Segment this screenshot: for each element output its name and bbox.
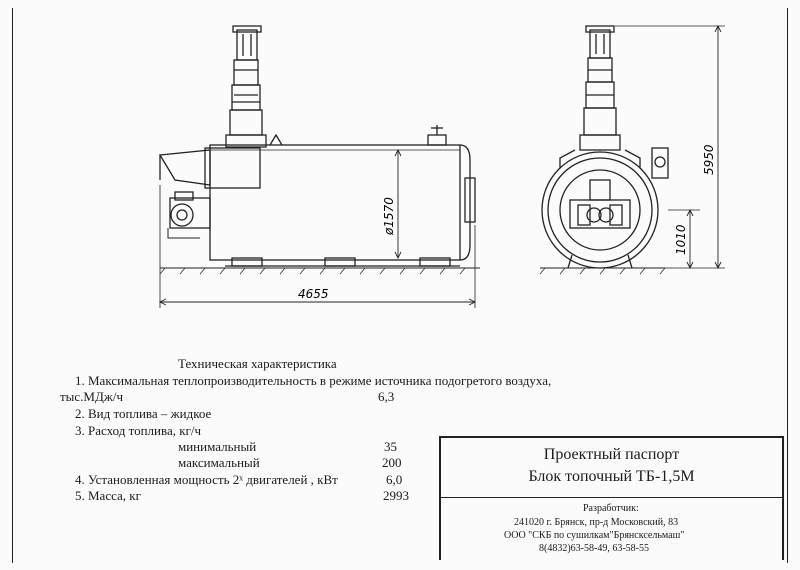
product-name: Блок топочный ТБ-1,5М	[528, 468, 695, 485]
specs-heading: Техническая характеристика	[178, 356, 337, 371]
developer-info: Разработчик: 241020 г. Брянск, пр-д Моск…	[441, 498, 782, 562]
title-block-header: Проектный паспорт Блок топочный ТБ-1,5М	[441, 438, 782, 498]
developer-label: Разработчик:	[583, 503, 639, 514]
spec-item-3-max-value: 200	[382, 455, 402, 470]
developer-address: 241020 г. Брянск, пр-д Московский, 83	[514, 517, 679, 528]
sheet-frame	[12, 8, 788, 563]
developer-company: ООО "СКБ по сушилкам"Брянсксельмаш"	[504, 530, 685, 541]
spec-item-3-min-label: минимальный	[178, 439, 257, 454]
spec-item-1: 1. Максимальная теплопроизводительность …	[75, 373, 552, 388]
spec-item-3-max-label: максимальный	[178, 455, 260, 470]
spec-item-4-value: 6,0	[386, 472, 403, 487]
spec-item-3: 3. Расход топлива, кг/ч	[75, 423, 202, 438]
dim-axis-label: 1010	[674, 224, 688, 255]
front-view	[539, 24, 725, 275]
spec-item-1-value: 6,3	[378, 389, 395, 404]
dim-length-label: 4655	[298, 287, 329, 301]
spec-item-5: 5. Масса, кг	[75, 488, 141, 503]
dim-height-label: 5950	[702, 144, 716, 175]
spec-item-2: 2. Вид топлива – жидкое	[75, 406, 212, 421]
title-block: Проектный паспорт Блок топочный ТБ-1,5М …	[439, 436, 784, 560]
spec-item-3-min-value: 35	[384, 439, 397, 454]
developer-phones: 8(4832)63-58-49, 63-58-55	[539, 543, 649, 554]
document-title: Проектный паспорт	[543, 446, 680, 463]
spec-item-5-value: 2993	[383, 488, 409, 503]
spec-item-1-unit: тыс.МДж/ч	[60, 389, 123, 404]
side-view	[158, 25, 480, 308]
spec-item-4: 4. Установленная мощность 2ˣ двигателей …	[75, 472, 338, 487]
dim-diameter-label: ø1570	[382, 197, 396, 236]
